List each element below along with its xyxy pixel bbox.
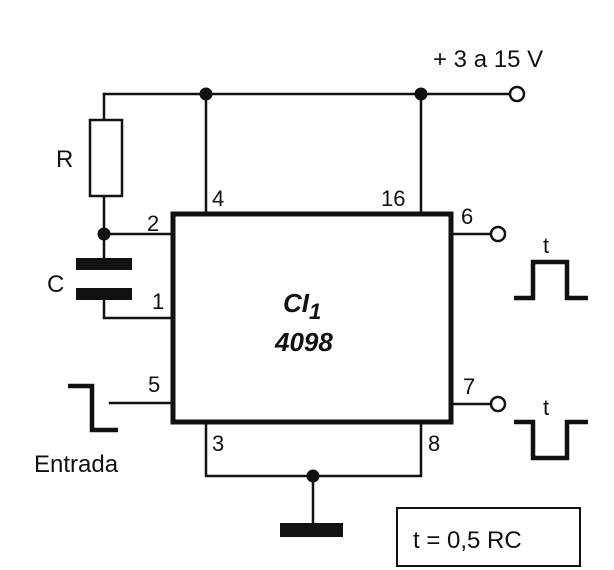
- output-qbar-waveform: [514, 419, 588, 461]
- supply-terminal: [508, 85, 526, 103]
- junction-dot-rc: [97, 227, 111, 241]
- input-label: Entrada: [34, 451, 119, 478]
- pin-label-8: 8: [428, 431, 440, 456]
- ic-designator-subscript: 1: [309, 299, 321, 324]
- output-q-waveform: [514, 259, 588, 301]
- formula-text: t = 0,5 RC: [413, 527, 522, 554]
- output-qbar-terminal: [489, 395, 507, 413]
- capacitor-plate-top: [76, 258, 132, 270]
- pin-label-1: 1: [152, 289, 164, 314]
- pin-label-5: 5: [148, 372, 160, 397]
- formula-box: [396, 507, 581, 567]
- junction-dot-pin16: [414, 87, 428, 101]
- pin-label-3: 3: [212, 431, 224, 456]
- resistor-label: R: [56, 146, 73, 173]
- supply-label: + 3 a 15 V: [433, 46, 543, 73]
- junction-dot-pin4: [199, 87, 213, 101]
- output-qbar-pulse-label: t: [543, 395, 549, 420]
- pin-label-2: 2: [147, 211, 159, 236]
- output-q-terminal: [489, 225, 507, 243]
- ground-rail-wire: [204, 420, 423, 478]
- input-waveform: [68, 383, 118, 433]
- pin-label-4: 4: [212, 186, 224, 211]
- pin-label-16: 16: [381, 186, 405, 211]
- capacitor-plate-bottom: [76, 288, 132, 300]
- ic-body: [170, 211, 454, 425]
- pin-label-6: 6: [461, 204, 473, 229]
- pin-label-7: 7: [463, 374, 475, 399]
- resistor-body: [88, 118, 124, 198]
- capacitor-label: C: [47, 271, 64, 298]
- ic-designator: CI1: [283, 288, 321, 324]
- ground-symbol: [280, 523, 343, 537]
- capacitor-bottom-wire: [102, 298, 174, 320]
- ic-part-number: 4098: [274, 327, 333, 357]
- output-q-pulse-label: t: [543, 233, 549, 258]
- junction-dot-ground: [306, 469, 320, 483]
